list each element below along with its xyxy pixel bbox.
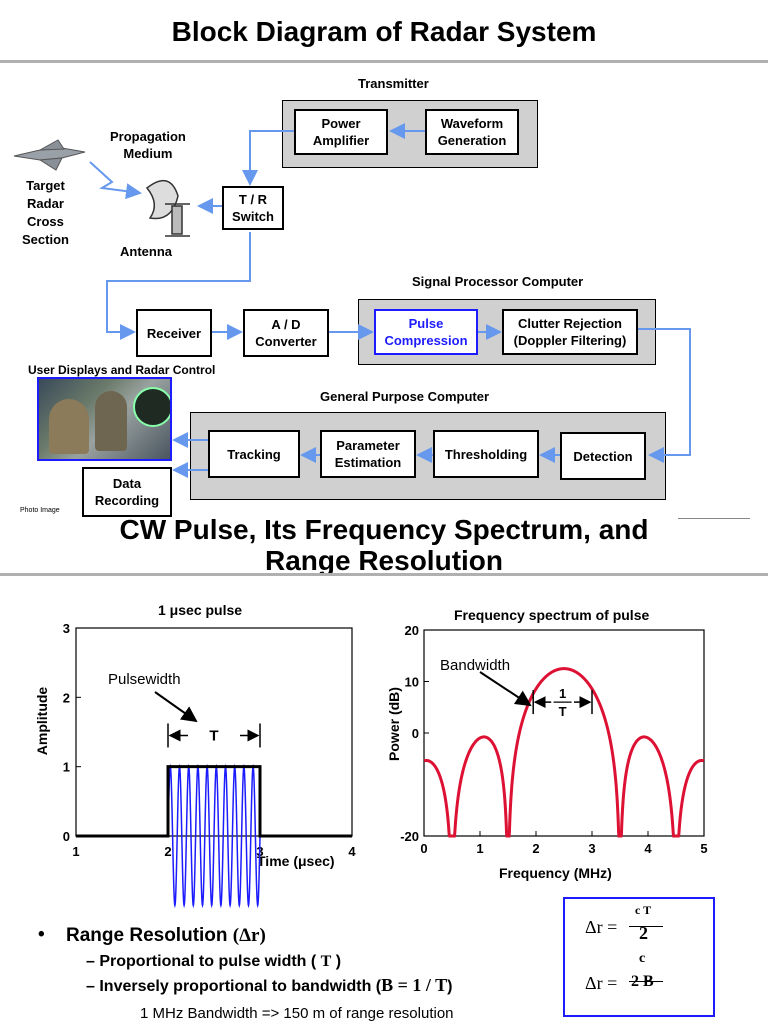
dash-2: –	[86, 978, 100, 995]
sub1-end: )	[335, 953, 342, 970]
general-purpose-label: General Purpose Computer	[320, 389, 490, 404]
formula2-den: 2 B	[631, 973, 654, 990]
slide2-divider	[0, 573, 768, 576]
detection-block: Detection	[560, 432, 646, 480]
data-recording-block: Data Recording	[82, 467, 172, 517]
sub2-end: )	[447, 978, 453, 995]
user-displays-label: User Displays and Radar Control	[28, 363, 216, 377]
formula1-lhs: Δr =	[585, 917, 618, 937]
target-label: Target Radar Cross Section	[22, 178, 69, 247]
parameter-estimation-block: Parameter Estimation	[320, 430, 416, 478]
chart2-xtick-label: 4	[644, 841, 652, 856]
chart2-xtick-label: 1	[476, 841, 483, 856]
formula2-num: c	[639, 951, 646, 966]
chart2-ytick-label: 20	[405, 623, 419, 638]
dash-1: –	[86, 953, 100, 970]
diagram-connections	[13, 123, 691, 478]
antenna-icon	[145, 179, 190, 237]
antenna-label: Antenna	[120, 244, 172, 259]
formula-box: Δr = c T 2 c Δr = 2 B	[563, 897, 715, 1017]
clutter-rejection-block: Clutter Rejection (Doppler Filtering)	[502, 309, 638, 355]
formula1-num: c T	[635, 903, 652, 917]
slide2-title-text: CW Pulse, Its Frequency Spectrum, and Ra…	[119, 514, 649, 576]
chart1-pulse-series	[76, 765, 352, 838]
formula2-lhs: Δr =	[585, 973, 618, 993]
chart2-xtick-label: 3	[588, 841, 595, 856]
sub2-text: Inversely proportional to bandwidth (	[99, 978, 382, 995]
chart1-carrier-series	[167, 763, 261, 909]
pulse-compression-block: Pulse Compression	[374, 309, 478, 355]
chart2-ytick-label: 10	[405, 675, 419, 690]
receiver-block: Receiver	[136, 309, 212, 357]
bandwidth-arrow	[479, 671, 532, 707]
chart1-xtick-label: 1	[72, 844, 79, 859]
sub-bullet-1: – Proportional to pulse width ( T )	[86, 953, 341, 971]
waveform-generation-block: Waveform Generation	[425, 109, 519, 155]
chart2-xtick-label: 5	[700, 841, 707, 856]
chart2-ytick-label: -20	[400, 829, 419, 844]
bandwidth-annotation: Bandwidth	[440, 657, 511, 674]
chart1-ytick-label: 0	[63, 829, 70, 844]
chart1-ytick-label: 1	[63, 760, 70, 775]
chart2-xtick-label: 0	[420, 841, 427, 856]
chart2-ytick-label: 0	[412, 726, 419, 741]
diagram-title: Block Diagram of Radar System	[171, 16, 597, 47]
signal-processor-label: Signal Processor Computer	[412, 274, 584, 289]
chart2-title: Frequency spectrum of pulse	[454, 607, 650, 623]
chart1-xtick-label: 4	[348, 844, 356, 859]
tracking-block: Tracking	[208, 430, 300, 478]
chart1-ytick-label: 2	[63, 690, 70, 705]
propagation-medium-label: Propagation Medium	[110, 129, 186, 161]
sub1-symbol: T	[320, 953, 332, 970]
chart1-ytick-label: 3	[63, 621, 70, 636]
bullet-symbol: (Δr)	[232, 925, 266, 946]
sub1-text: Proportional to pulse width (	[99, 953, 317, 970]
tr-switch-block: T / R Switch	[222, 186, 284, 230]
bullet-dot: •	[38, 924, 45, 945]
operator-photo	[37, 377, 172, 461]
slide2-title: CW Pulse, Its Frequency Spectrum, and Ra…	[0, 514, 768, 576]
aircraft-icon	[13, 139, 86, 171]
chart1-marker-label: T	[209, 727, 218, 744]
pulsewidth-annotation: Pulsewidth	[108, 671, 181, 688]
chart2-xtick-label: 2	[532, 841, 539, 856]
decorative-line	[678, 518, 750, 519]
thresholding-block: Thresholding	[433, 430, 539, 478]
title-divider	[0, 60, 768, 63]
chart1-xtick-label: 2	[164, 844, 171, 859]
chart2-marker-num: 1	[559, 686, 566, 701]
pulsewidth-arrow	[154, 691, 198, 723]
ad-converter-block: A / D Converter	[243, 309, 329, 357]
chart2-marker-den: T	[559, 704, 567, 719]
formula2-bar	[629, 981, 663, 982]
chart2-frame	[423, 629, 705, 837]
photo-credit: Photo Image	[20, 507, 60, 514]
footnote: 1 MHz Bandwidth => 150 m of range resolu…	[140, 1005, 454, 1022]
chart2-xlabel: Frequency (MHz)	[499, 865, 612, 881]
chart1-title: 1 μsec pulse	[158, 602, 243, 618]
chart2-spectrum-series	[423, 667, 705, 838]
formula1-den: 2	[639, 923, 648, 943]
sub2-symbol: B = 1 / T	[381, 975, 448, 995]
formula1-bar	[629, 926, 663, 927]
sub-bullet-2: – Inversely proportional to bandwidth (B…	[86, 975, 452, 996]
bullet-range-resolution: Range Resolution (Δr)	[66, 925, 266, 947]
transmitter-label: Transmitter	[358, 76, 429, 91]
bullet-text: Range Resolution	[66, 925, 228, 946]
chart1-xlabel: Time (μsec)	[257, 853, 335, 869]
power-amplifier-block: Power Amplifier	[294, 109, 388, 155]
